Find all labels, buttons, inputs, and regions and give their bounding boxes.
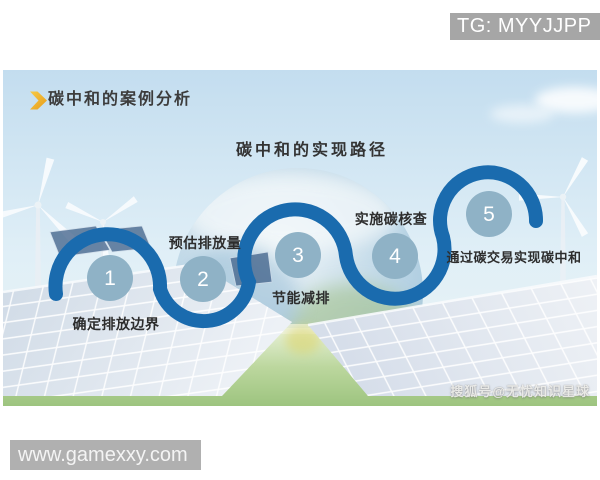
step-number-5: 5 (483, 203, 495, 226)
step-label-4: 实施碳核查 (354, 211, 428, 227)
step-label-3: 节能减排 (272, 290, 330, 306)
step-label-2: 预估排放量 (168, 235, 242, 251)
step-circle-2 (180, 256, 226, 302)
step-label-1: 确定排放边界 (72, 316, 160, 332)
diagram-title: 碳中和的实现路径 (235, 142, 389, 159)
slide-title: 碳中和的案例分析 (48, 91, 193, 108)
step-number-1: 1 (104, 267, 116, 290)
solar-field-left (3, 262, 292, 396)
wave-path (48, 165, 544, 329)
chevron-icon (30, 91, 47, 110)
step-label-5: 通过碳交易实现碳中和 (446, 250, 582, 265)
step-circle-1 (87, 255, 133, 301)
sohu-watermark: 搜狐号@无忧知识星球 (450, 384, 590, 399)
wind-turbines (3, 157, 589, 305)
step-number-2: 2 (197, 268, 209, 291)
tg-badge: TG: MYYJJPP (450, 13, 600, 40)
step-number-3: 3 (292, 244, 304, 267)
cloud (535, 87, 597, 113)
solar-field-right (307, 274, 597, 396)
step-circles: 1 2 3 4 5 (87, 191, 512, 302)
step-number-4: 4 (389, 245, 401, 268)
step-circle-3 (275, 232, 321, 278)
step-circle-5 (466, 191, 512, 237)
site-badge: www.gamexxy.com (10, 440, 201, 470)
slide-photo: 1 2 3 4 5 (3, 70, 597, 406)
cloud (490, 105, 554, 123)
yellow-field-glow (285, 326, 321, 354)
step-circle-4 (372, 233, 418, 279)
